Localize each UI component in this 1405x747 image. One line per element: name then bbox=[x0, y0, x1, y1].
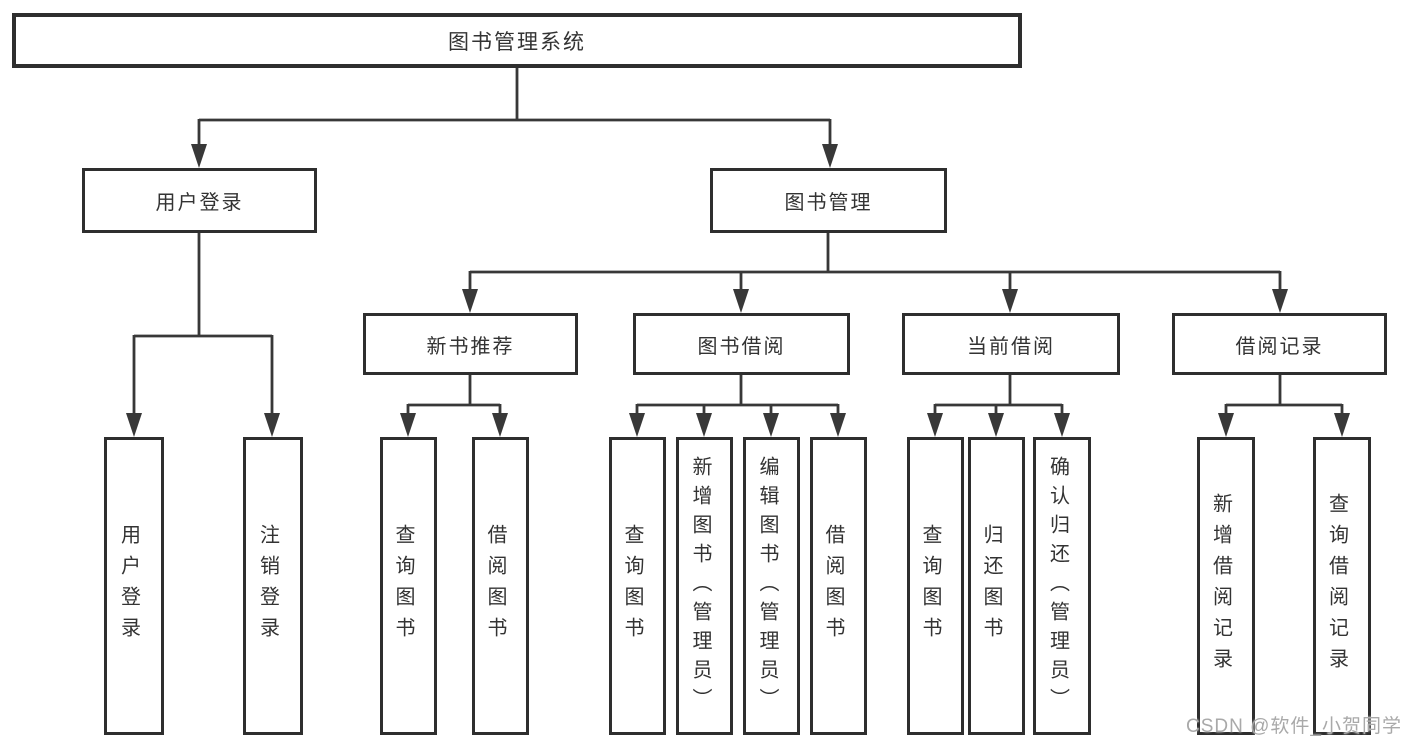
node-new-book-recommend-label: 新书推荐 bbox=[426, 335, 515, 358]
leaf-records-add-record: 新增借阅记录 bbox=[1197, 437, 1255, 735]
leaf-records-add-record-label: 新增借阅记录 bbox=[1209, 493, 1232, 679]
leaf-borrow-query-books: 查询图书 bbox=[609, 437, 666, 735]
leaf-borrow-query-books-label: 查询图书 bbox=[621, 524, 643, 648]
leaf-newbook-borrow-books: 借阅图书 bbox=[472, 437, 529, 735]
node-book-management: 图书管理 bbox=[710, 168, 947, 233]
node-root-label: 图书管理系统 bbox=[448, 30, 586, 54]
leaf-borrow-edit-books-admin-label: 编辑图书（管理员） bbox=[756, 455, 778, 717]
leaf-records-query-record: 查询借阅记录 bbox=[1313, 437, 1371, 735]
watermark: CSDN @软件_小贺同学 bbox=[1186, 716, 1402, 737]
leaf-newbook-borrow-books-label: 借阅图书 bbox=[484, 524, 506, 648]
node-user-login-label: 用户登录 bbox=[155, 192, 244, 214]
node-book-borrow-label: 图书借阅 bbox=[697, 335, 786, 358]
node-current-borrow-label: 当前借阅 bbox=[967, 335, 1055, 358]
leaf-logout-label: 注销登录 bbox=[256, 524, 279, 648]
leaf-current-return-books: 归还图书 bbox=[968, 437, 1025, 735]
leaf-current-return-books-label: 归还图书 bbox=[980, 524, 1002, 648]
leaf-user-login: 用户登录 bbox=[104, 437, 164, 735]
leaf-newbook-query-books-label: 查询图书 bbox=[392, 524, 414, 648]
node-new-book-recommend: 新书推荐 bbox=[363, 313, 578, 375]
leaf-current-query-books-label: 查询图书 bbox=[919, 524, 941, 648]
node-user-login: 用户登录 bbox=[82, 168, 317, 233]
node-current-borrow: 当前借阅 bbox=[902, 313, 1120, 375]
leaf-borrow-add-books-admin-label: 新增图书（管理员） bbox=[689, 455, 711, 717]
leaf-borrow-add-books-admin: 新增图书（管理员） bbox=[676, 437, 733, 735]
node-borrow-records-label: 借阅记录 bbox=[1235, 335, 1324, 358]
leaf-logout: 注销登录 bbox=[243, 437, 303, 735]
leaf-user-login-label: 用户登录 bbox=[117, 524, 140, 648]
node-root: 图书管理系统 bbox=[12, 13, 1022, 68]
leaf-borrow-borrow-books: 借阅图书 bbox=[810, 437, 867, 735]
node-book-management-label: 图书管理 bbox=[784, 192, 873, 214]
leaf-borrow-borrow-books-label: 借阅图书 bbox=[822, 524, 844, 648]
leaf-borrow-edit-books-admin: 编辑图书（管理员） bbox=[743, 437, 800, 735]
node-borrow-records: 借阅记录 bbox=[1172, 313, 1387, 375]
leaf-records-query-record-label: 查询借阅记录 bbox=[1325, 493, 1348, 679]
leaf-current-query-books: 查询图书 bbox=[907, 437, 964, 735]
node-book-borrow: 图书借阅 bbox=[633, 313, 850, 375]
leaf-newbook-query-books: 查询图书 bbox=[380, 437, 437, 735]
leaf-current-confirm-return-admin-label: 确认归还（管理员） bbox=[1046, 455, 1069, 717]
leaf-current-confirm-return-admin: 确认归还（管理员） bbox=[1033, 437, 1091, 735]
